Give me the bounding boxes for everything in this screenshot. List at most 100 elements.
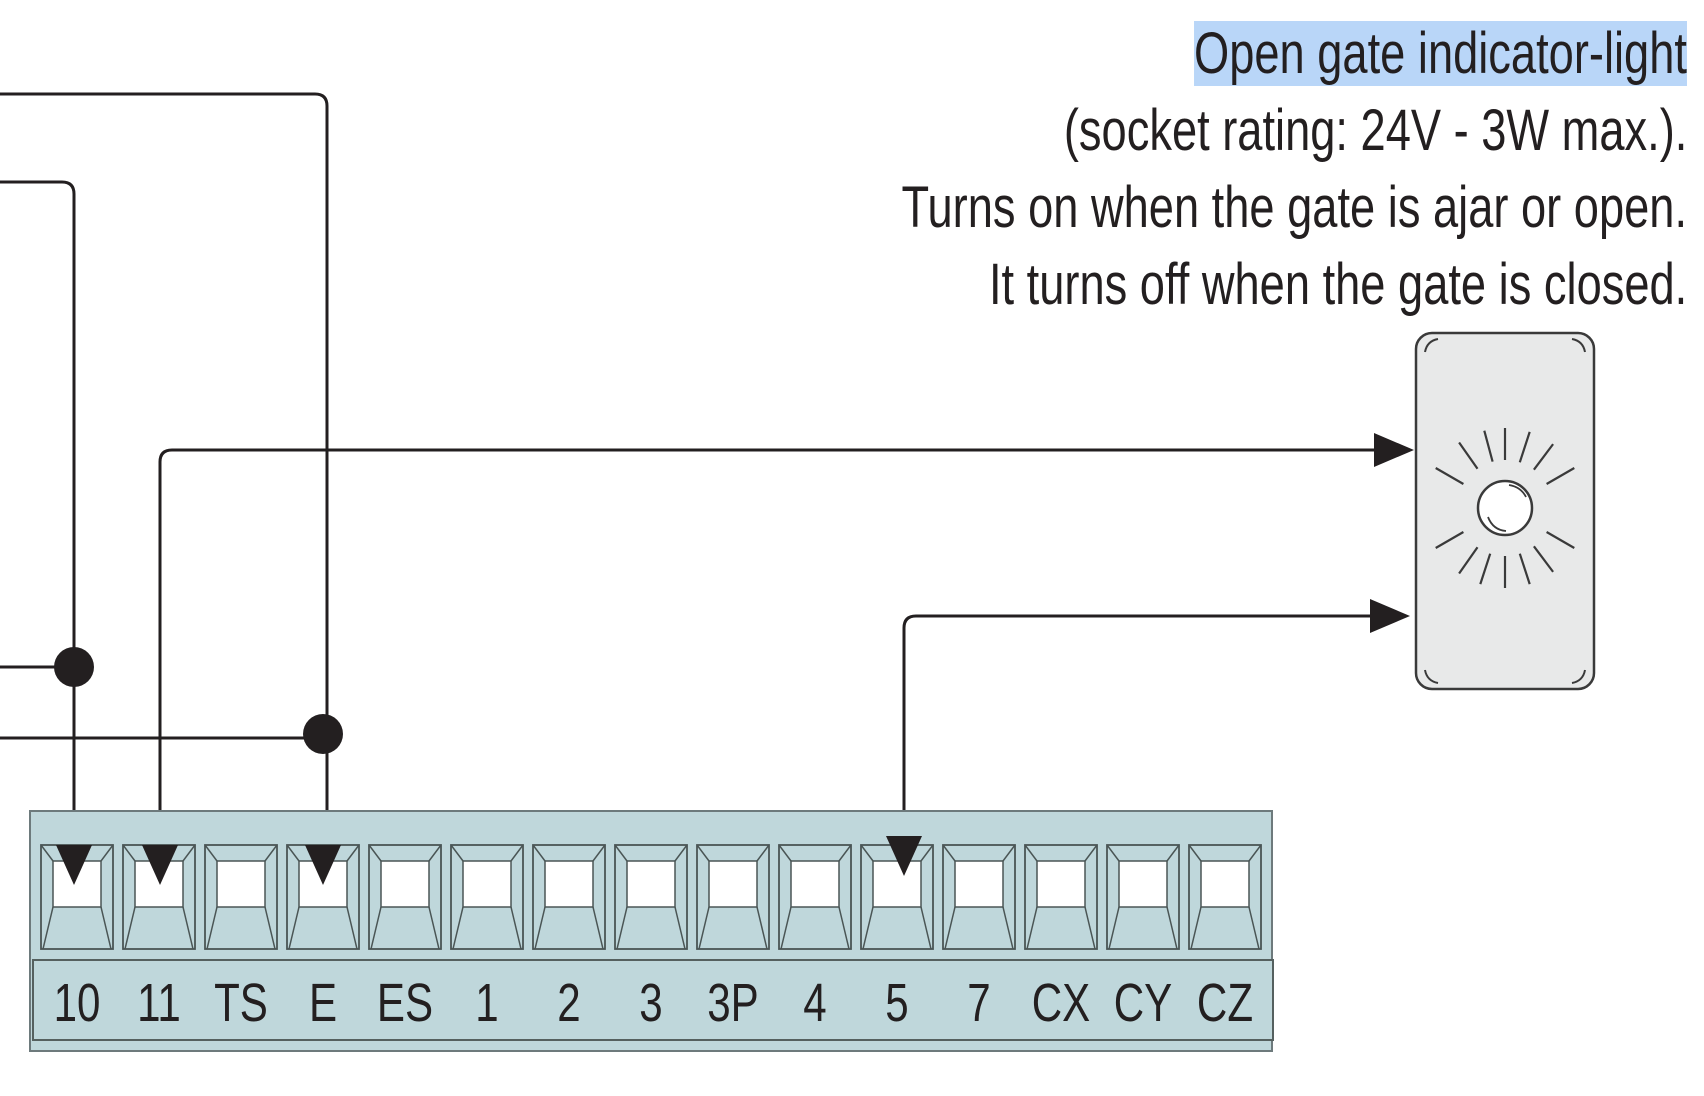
terminal-bevel: [100, 906, 112, 950]
wire-11-to-light: [158, 448, 1378, 880]
terminal-bevel: [286, 844, 300, 862]
terminal-ts: [204, 844, 278, 950]
terminal-screw-window: [216, 860, 266, 908]
lamp-ray: [1518, 553, 1531, 585]
terminal-label-5: 5: [885, 973, 908, 1033]
lamp-ray: [1546, 467, 1575, 485]
terminal-es: [368, 844, 442, 950]
terminal-3: [614, 844, 688, 950]
lamp-ray: [1533, 545, 1554, 573]
indicator-light: [1414, 331, 1596, 691]
terminal-bevel: [1106, 844, 1120, 862]
lamp-icon: [1476, 479, 1534, 537]
lamp-ray: [1546, 531, 1575, 549]
terminal-bevel: [452, 906, 464, 950]
terminal-bevel: [920, 906, 932, 950]
terminal-bevel: [696, 844, 710, 862]
terminal-bevel: [428, 906, 440, 950]
terminal-cx: [1024, 844, 1098, 950]
terminal-bevel: [1190, 906, 1202, 950]
terminal-label-strip: [32, 959, 1274, 1041]
lamp-corner-marks: [1424, 338, 1586, 684]
terminal-bevel: [862, 906, 874, 950]
terminal-bevel: [1108, 906, 1120, 950]
terminal-label-11: 11: [137, 973, 181, 1033]
terminal-label-cz: CZ: [1197, 973, 1253, 1033]
terminal-screw-window: [1036, 860, 1086, 908]
terminal-4: [778, 844, 852, 950]
terminal-label-7: 7: [967, 973, 990, 1033]
lamp-ray: [1458, 441, 1479, 470]
terminal-bevel: [838, 844, 852, 862]
terminal-bevel: [100, 844, 114, 862]
terminal-bevel: [532, 844, 546, 862]
lamp-glint-top: [1508, 484, 1527, 498]
terminal-bevel: [1084, 906, 1096, 950]
terminal-bevel: [510, 906, 522, 950]
terminal-bevel: [592, 906, 604, 950]
terminal-5: [860, 844, 934, 950]
terminal-bevel: [942, 844, 956, 862]
terminal-bevel: [1024, 844, 1038, 862]
caption-line-on: Turns on when the gate is ajar or open.: [901, 175, 1687, 240]
lamp-ray: [1435, 467, 1464, 485]
terminal-bevel: [756, 844, 770, 862]
terminal-label-1: 1: [475, 973, 498, 1033]
terminal-bevel: [288, 906, 300, 950]
terminal-bevel: [204, 844, 218, 862]
lamp-rays: [1435, 428, 1575, 588]
terminal-7: [942, 844, 1016, 950]
terminal-cy: [1106, 844, 1180, 950]
junction-dot-10: [54, 647, 94, 687]
terminal-3p: [696, 844, 770, 950]
caption-line-rating: (socket rating: 24V - 3W max.).: [1063, 98, 1687, 163]
caption-title: Open gate indicator-light: [1194, 21, 1687, 86]
arrow-down-10: [56, 845, 92, 885]
terminal-bevel: [346, 844, 360, 862]
terminal-screw-window: [380, 860, 430, 908]
lamp-ray: [1518, 431, 1531, 463]
terminal-bevel: [838, 906, 850, 950]
wire-top-to-e: [0, 92, 329, 845]
caption-title-text: Open gate indicator-light: [1194, 21, 1687, 86]
terminal-label-2: 2: [557, 973, 580, 1033]
terminal-bevel: [368, 844, 382, 862]
terminal-label-es: ES: [377, 973, 433, 1033]
terminal-screw-window: [790, 860, 840, 908]
terminal-bevel: [42, 906, 54, 950]
terminal-screw-window: [462, 860, 512, 908]
terminal-bevel: [674, 844, 688, 862]
terminal-bevel: [534, 906, 546, 950]
terminal-bevel: [264, 906, 276, 950]
terminal-screw-window: [1118, 860, 1168, 908]
terminal-bevel: [206, 906, 218, 950]
terminal-bevel: [1166, 906, 1178, 950]
terminal-bevel: [182, 844, 196, 862]
lamp-ray: [1483, 430, 1494, 462]
arrow-right-5-light: [1370, 599, 1410, 633]
terminal-bevel: [780, 906, 792, 950]
terminal-label-3: 3: [639, 973, 662, 1033]
terminal-bevel: [428, 844, 442, 862]
terminal-bevel: [616, 906, 628, 950]
terminal-bevel: [592, 844, 606, 862]
terminal-screw-window: [626, 860, 676, 908]
terminal-bevel: [510, 844, 524, 862]
terminal-label-ts: TS: [214, 973, 268, 1033]
lamp-ray: [1533, 443, 1554, 471]
terminal-bevel: [1002, 906, 1014, 950]
terminal-bevel: [698, 906, 710, 950]
junction-dot-e: [303, 714, 343, 754]
terminal-10: [40, 844, 114, 950]
terminal-screw-window: [708, 860, 758, 908]
terminal-bevel: [1026, 906, 1038, 950]
terminal-bevel: [614, 844, 628, 862]
terminal-bevel: [1166, 844, 1180, 862]
terminal-label-10: 10: [54, 973, 101, 1033]
terminal-bevel: [370, 906, 382, 950]
terminal-bevel: [860, 844, 874, 862]
terminal-bevel: [450, 844, 464, 862]
terminal-screw-window: [954, 860, 1004, 908]
lamp-ray: [1435, 531, 1464, 549]
